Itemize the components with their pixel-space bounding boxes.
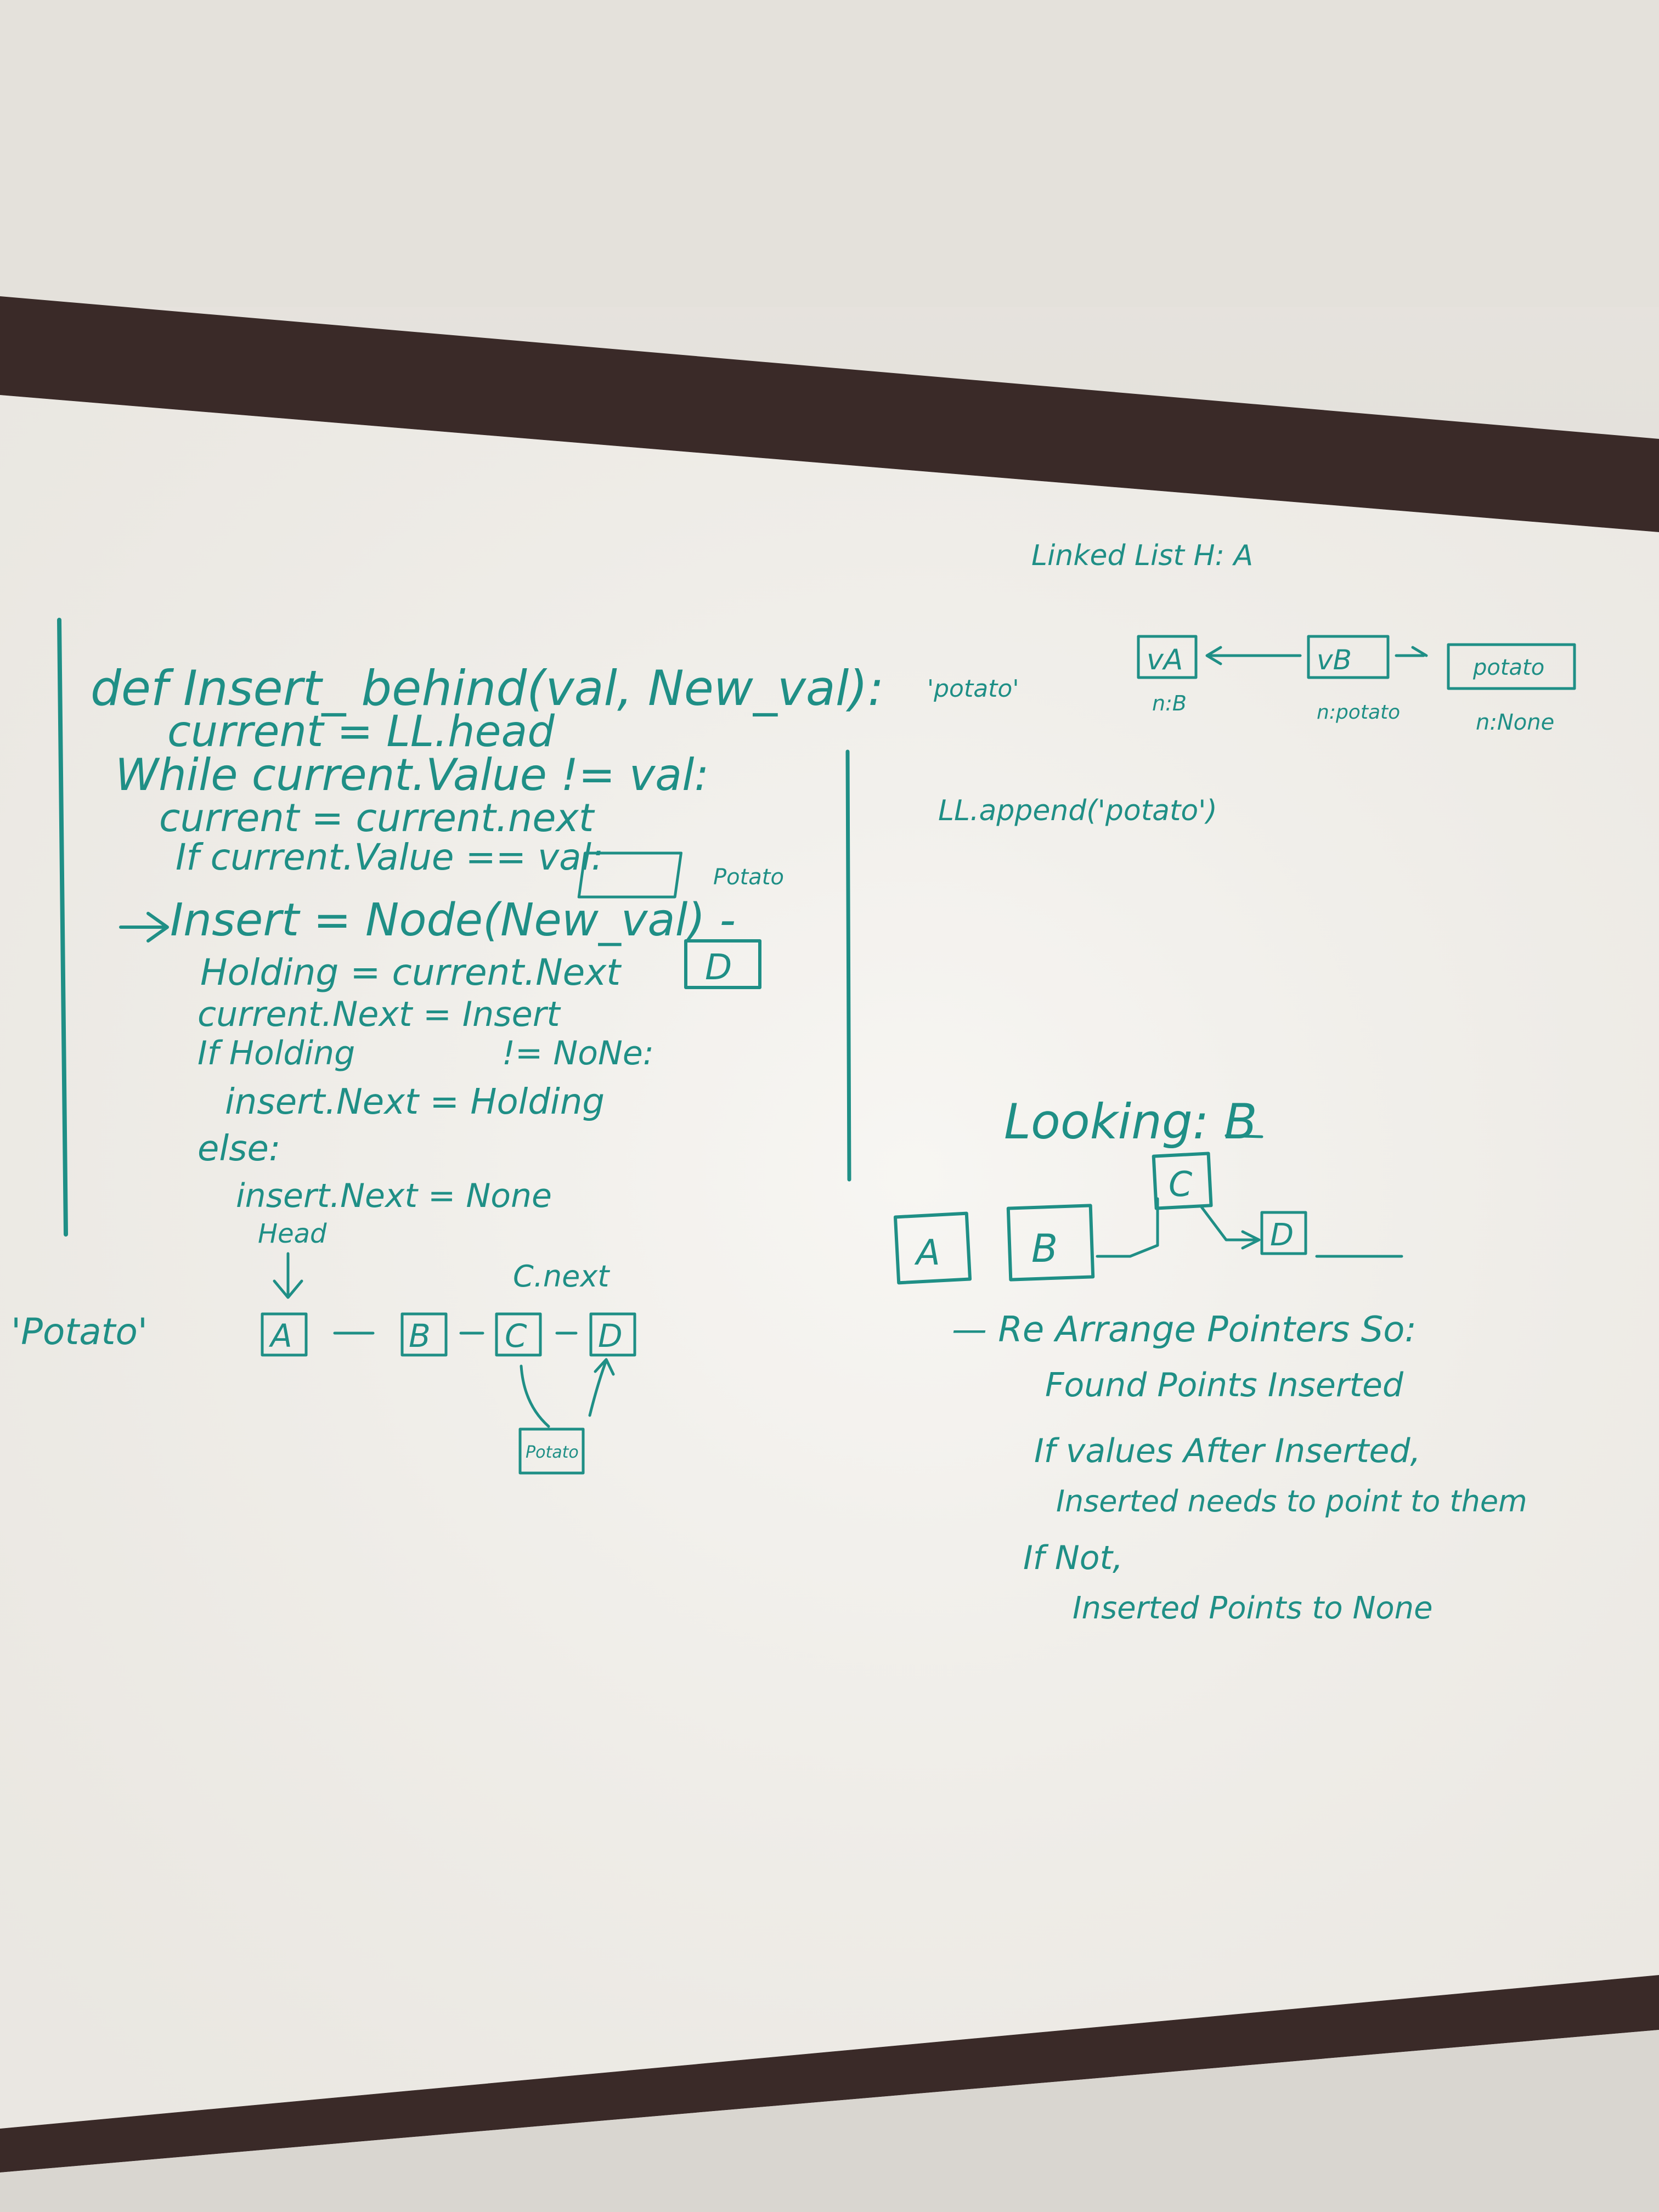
code-block: def Insert_ behind(val, New_val): curren… — [57, 618, 884, 1237]
top-right-linked-list: Linked List H: A 'potato' vA n:B vB n:po… — [927, 539, 1576, 827]
notes-block: — Re Arrange Pointers So: Found Points I… — [952, 1310, 1527, 1626]
node-box — [400, 1312, 448, 1357]
link-arrow-icon — [1205, 646, 1302, 665]
head-arrow-icon — [273, 1252, 303, 1299]
board-glare — [0, 395, 1659, 2129]
code-divider-line — [845, 749, 851, 1182]
append-call: LL.append('potato') — [938, 794, 1217, 827]
head-label: Head — [258, 1218, 327, 1249]
code-line: else: — [198, 1128, 280, 1169]
code-line: current = LL.head — [167, 707, 555, 757]
code-line: def Insert_ behind(val, New_val): — [91, 660, 884, 716]
node-label: C — [505, 1317, 527, 1355]
note-line: If values After Inserted, — [1034, 1432, 1421, 1470]
code-line: != NoNe: — [502, 1034, 654, 1073]
bottom-linked-list-diagram: Head C.next 'Potato' A B C D Potato — [11, 1218, 636, 1475]
potato-box-label: Potato — [713, 865, 784, 890]
d-box — [684, 939, 761, 989]
node-value: vA — [1147, 644, 1183, 676]
node-box — [893, 1211, 972, 1285]
code-line: insert.Next = None — [236, 1177, 552, 1215]
linked-list-title: Linked List H: A — [1031, 539, 1253, 572]
code-line: While current.Value != val: — [115, 749, 709, 800]
from-inserted-arrow-icon — [588, 1358, 615, 1417]
code-line: insert.Next = Holding — [225, 1082, 605, 1122]
node-label: B — [409, 1317, 431, 1355]
node-box — [1006, 1204, 1095, 1282]
to-inserted-arrow-icon — [520, 1364, 550, 1428]
node-box — [589, 1312, 636, 1357]
d-box-label: D — [705, 947, 732, 988]
note-line: If Not, — [1023, 1539, 1123, 1577]
code-line: current = current.next — [159, 795, 595, 840]
node-box — [495, 1312, 542, 1357]
node-box — [1447, 643, 1576, 690]
node-label: A — [268, 1317, 292, 1355]
looking-title: Looking: B — [1004, 1093, 1257, 1150]
link-line — [1395, 646, 1428, 657]
link-to-d-arrow-icon — [1200, 1205, 1261, 1250]
code-left-bracket — [57, 618, 68, 1237]
code-line: Insert = Node(New_val) - — [170, 894, 736, 946]
node-label: D — [598, 1317, 623, 1355]
looking-diagram: Looking: B A B C D — [893, 1093, 1403, 1285]
code-line: Holding = current.Next — [200, 951, 622, 994]
potato-box — [577, 851, 682, 899]
node-next: n:None — [1476, 710, 1554, 735]
node-box — [1307, 635, 1390, 679]
inserted-node-box — [518, 1427, 585, 1475]
node-next: n:potato — [1317, 701, 1400, 724]
note-line: Inserted Points to None — [1073, 1590, 1433, 1626]
code-line: If Holding — [198, 1034, 355, 1073]
code-line: If current.Value == val: — [176, 836, 603, 878]
node-label: C — [1169, 1164, 1193, 1204]
inserted-node-label: Potato — [526, 1443, 579, 1462]
underline — [1224, 1134, 1263, 1138]
link-to-c — [1096, 1197, 1159, 1258]
node-next: n:B — [1152, 691, 1187, 715]
node-box — [1152, 1152, 1213, 1210]
wall-lower — [0, 2030, 1659, 2212]
node-value: potato — [1472, 655, 1544, 680]
potato-label: 'potato' — [927, 675, 1019, 703]
node-box — [261, 1312, 308, 1357]
node-box — [1137, 635, 1198, 679]
arrow-icon — [119, 912, 169, 943]
node-label: B — [1031, 1226, 1058, 1271]
node-box — [1260, 1211, 1307, 1255]
node-label: D — [1270, 1217, 1294, 1253]
note-line: — Re Arrange Pointers So: — [952, 1310, 1417, 1350]
cnext-label: C.next — [513, 1259, 610, 1294]
note-line: Inserted needs to point to them — [1056, 1484, 1527, 1519]
node-value: vB — [1317, 644, 1352, 676]
code-line: current.Next = Insert — [198, 994, 561, 1034]
wall-upper — [0, 0, 1659, 307]
note-line: Found Points Inserted — [1045, 1366, 1404, 1404]
node-label: A — [914, 1233, 940, 1273]
potato-label: 'Potato' — [11, 1311, 148, 1353]
